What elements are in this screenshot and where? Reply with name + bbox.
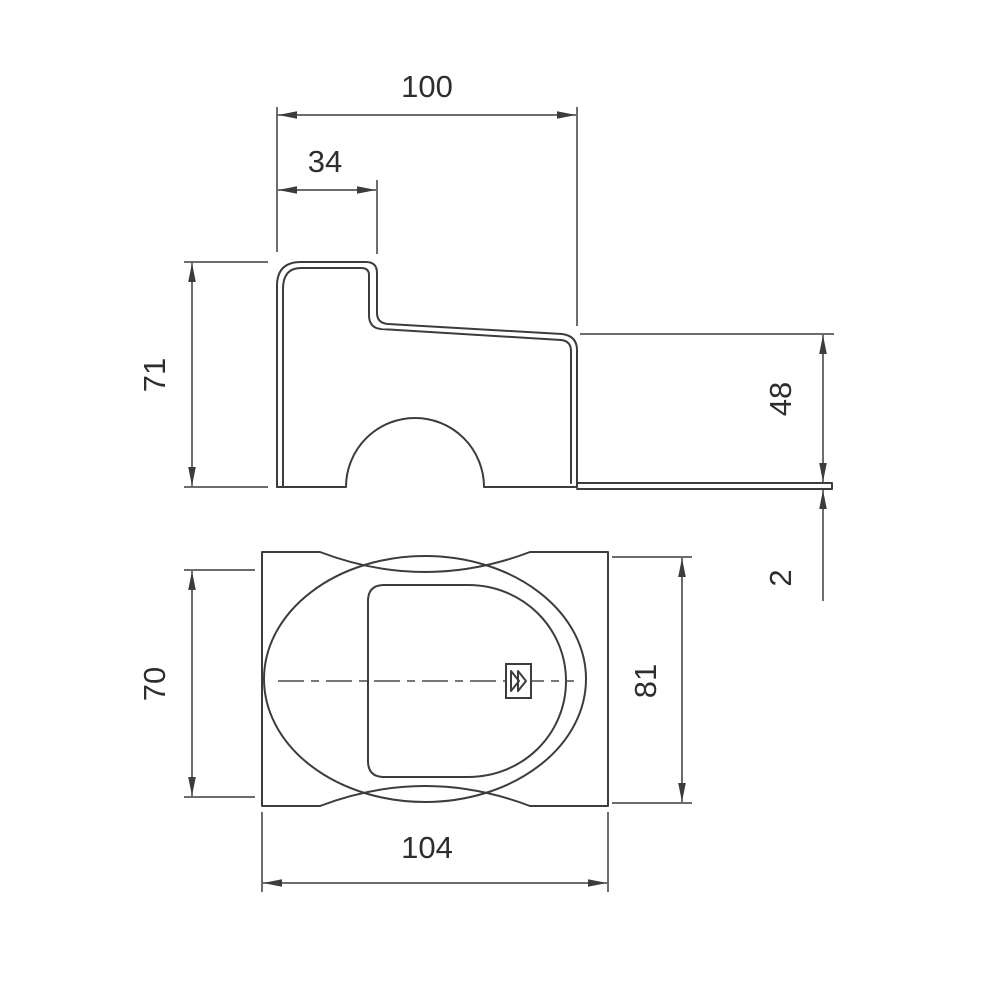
side-profile-view [276, 261, 833, 490]
dim-label-top-width: 100 [401, 69, 453, 104]
plan-view [261, 551, 609, 807]
plan-d-cutout [367, 584, 567, 778]
dim-label-left-height: 71 [137, 358, 172, 392]
profile-inner-contour [282, 267, 572, 488]
profile-outer-contour [276, 261, 578, 488]
plan-outline [261, 551, 609, 807]
profile-flange [576, 482, 833, 490]
extension-lines [184, 107, 834, 892]
profile-bottom-arch [276, 417, 578, 488]
dim-label-step-width: 34 [308, 144, 342, 179]
dim-label-plan-inner-height: 70 [137, 667, 172, 701]
dimension-lines [188, 111, 827, 887]
hinge-symbol-icon [505, 663, 532, 699]
dim-label-flange-thickness: 2 [763, 569, 798, 586]
dimension-labels: 100 34 71 48 2 70 81 104 [137, 69, 798, 865]
dim-label-right-height: 48 [763, 382, 798, 416]
dim-label-plan-outer-height: 81 [628, 664, 663, 698]
plan-oval-opening [263, 555, 587, 803]
dim-label-plan-width: 104 [401, 830, 453, 865]
